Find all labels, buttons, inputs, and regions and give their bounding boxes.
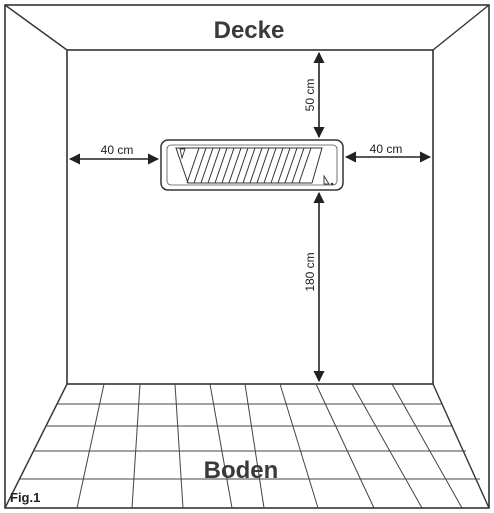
heater-grille <box>186 147 312 184</box>
ceiling-label: Decke <box>214 17 285 44</box>
dimension-label-floor: 180 cm <box>303 252 317 291</box>
floor-tiles <box>20 383 480 509</box>
dimension-label-left: 40 cm <box>101 143 134 157</box>
right-indicator-icon <box>323 174 330 185</box>
figure-label: Fig.1 <box>10 490 40 505</box>
outer-frame <box>4 4 490 509</box>
heater-unit <box>160 139 344 191</box>
dimension-label-ceiling: 50 cm <box>303 79 317 112</box>
status-led-icon <box>330 182 334 186</box>
dimension-label-right: 40 cm <box>370 142 403 156</box>
perspective-lines <box>4 4 490 509</box>
floor-label: Boden <box>204 457 279 484</box>
back-wall <box>66 49 434 385</box>
left-indicator-icon <box>179 148 186 160</box>
dimension-arrows <box>68 51 432 383</box>
